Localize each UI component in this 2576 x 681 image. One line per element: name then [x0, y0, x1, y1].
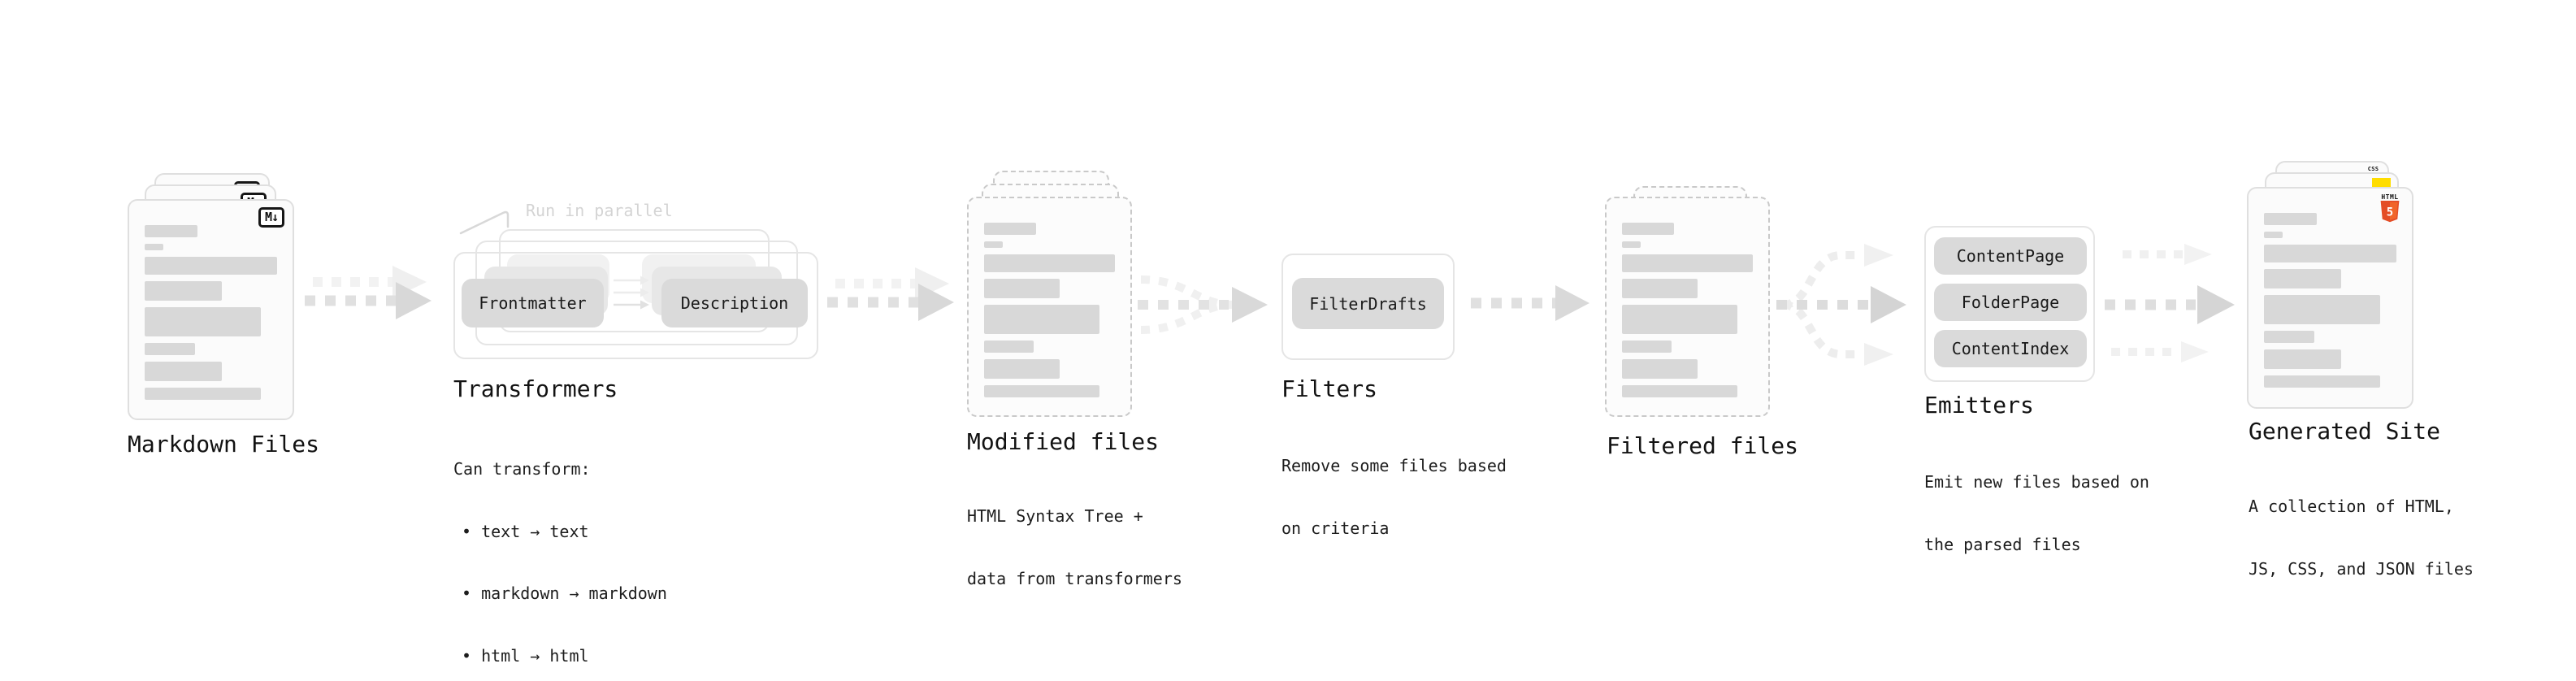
desc-line: JS, CSS, and JSON files [2249, 558, 2474, 579]
desc-line: data from transformers [967, 568, 1182, 588]
skeleton-text-bar [145, 257, 277, 275]
note-callout-line [459, 210, 510, 235]
filters-title: Filters [1281, 375, 1378, 402]
emitter-pill-contentpage: ContentPage [1934, 237, 2087, 275]
skeleton-text-bar [1622, 223, 1675, 235]
desc-line: Can transform: [453, 459, 591, 479]
javascript-icon [2372, 178, 2391, 189]
transformers-box-front [453, 252, 818, 359]
css-icon-text: CSS [2367, 166, 2379, 172]
transformer-pill-frontmatter: Frontmatter [462, 279, 604, 327]
generated-file-card-html: HTML 5 [2247, 187, 2413, 409]
markdown-file-card: M↓ [128, 199, 294, 420]
skeleton-text-bar [145, 307, 262, 336]
generated-site-title: Generated Site [2249, 418, 2441, 445]
emitters-title: Emitters [1924, 392, 2034, 419]
filters-description: Remove some files based on criteria [1281, 414, 1507, 580]
generated-site-description: A collection of HTML, JS, CSS, and JSON … [2249, 455, 2474, 621]
emitter-pill-folderpage: FolderPage [1934, 284, 2087, 321]
emitter-pill-contentindex: ContentIndex [1934, 330, 2087, 367]
skeleton-text-bar [145, 225, 198, 237]
emitters-description: Emit new files based on the parsed files [1924, 431, 2149, 596]
modified-files-description: HTML Syntax Tree + data from transformer… [967, 465, 1182, 631]
desc-line: HTML Syntax Tree + [967, 506, 1143, 526]
desc-line: A collection of HTML, [2249, 497, 2454, 516]
document-skeleton [984, 223, 1115, 397]
parallel-flow-arrows-icon [614, 275, 649, 310]
svg-text:5: 5 [2387, 206, 2393, 219]
skeleton-text-bar [2264, 349, 2341, 369]
skeleton-text-bar [984, 279, 1060, 298]
modified-file-card [967, 197, 1132, 417]
markdown-files-title: Markdown Files [128, 431, 320, 458]
filtered-files-title: Filtered files [1607, 432, 1799, 459]
desc-line: on criteria [1281, 518, 1390, 538]
arrow-emitters-to-generated [2105, 244, 2235, 362]
skeleton-text-bar [984, 305, 1099, 334]
html5-shield: 5 [2380, 201, 2400, 223]
transformers-title: Transformers [453, 375, 618, 402]
markdown-icon-text: M↓ [264, 210, 279, 224]
skeleton-text-bar [145, 244, 163, 250]
html5-icon: HTML 5 [2378, 193, 2402, 227]
skeleton-text-bar [145, 362, 222, 381]
desc-line: Emit new files based on [1924, 472, 2149, 492]
arrow-modified-to-filters [1138, 275, 1268, 334]
arrow-filtered-to-emitters [1776, 244, 1906, 366]
skeleton-text-bar [1622, 279, 1698, 298]
desc-line: Remove some files based [1281, 456, 1507, 475]
emitters-box [1924, 226, 2095, 382]
skeleton-text-bar [1622, 385, 1737, 397]
skeleton-text-bar [984, 385, 1099, 397]
desc-bullet: • markdown → markdown [462, 583, 667, 603]
filter-pill-filterdrafts: FilterDrafts [1292, 278, 1444, 329]
desc-line: the parsed files [1924, 534, 2081, 554]
transformer-pill-description: Description [661, 279, 808, 327]
arrow-filters-to-filtered [1471, 285, 1589, 321]
filters-box [1281, 254, 1455, 360]
skeleton-text-bar [2264, 232, 2283, 238]
skeleton-text-bar [1622, 340, 1672, 353]
skeleton-text-bar [1622, 359, 1698, 379]
skeleton-text-bar [984, 241, 1003, 248]
skeleton-text-bar [145, 281, 222, 301]
skeleton-text-bar [984, 340, 1034, 353]
skeleton-text-bar [2264, 269, 2341, 288]
skeleton-text-bar [984, 223, 1037, 235]
skeleton-text-bar [1622, 241, 1641, 248]
skeleton-text-bar [2264, 245, 2396, 262]
skeleton-text-bar [984, 254, 1115, 272]
desc-bullet: • html → html [462, 645, 589, 666]
skeleton-text-bar [1622, 305, 1737, 334]
skeleton-text-bar [1622, 254, 1753, 272]
arrow-transformers-to-modified [827, 284, 954, 321]
html5-icon-text: HTML [2381, 193, 2399, 201]
skeleton-text-bar [145, 388, 262, 400]
desc-bullet: • text → text [462, 521, 589, 541]
arrow-markdown-to-transformers [305, 282, 432, 319]
markdown-icon: M↓ [258, 207, 284, 228]
skeleton-text-bar [2264, 331, 2314, 343]
run-in-parallel-note: Run in parallel [526, 201, 673, 220]
skeleton-text-bar [2264, 295, 2381, 324]
skeleton-text-bar [984, 359, 1060, 379]
document-skeleton [1622, 223, 1753, 397]
skeleton-text-bar [2264, 375, 2381, 388]
modified-files-title: Modified files [967, 428, 1160, 455]
document-skeleton [2264, 213, 2396, 388]
transformers-description: Can transform: • text → text • markdown … [453, 418, 667, 681]
skeleton-text-bar [145, 343, 195, 355]
document-skeleton [145, 225, 277, 400]
filtered-file-card [1605, 197, 1770, 417]
skeleton-text-bar [2264, 213, 2318, 225]
